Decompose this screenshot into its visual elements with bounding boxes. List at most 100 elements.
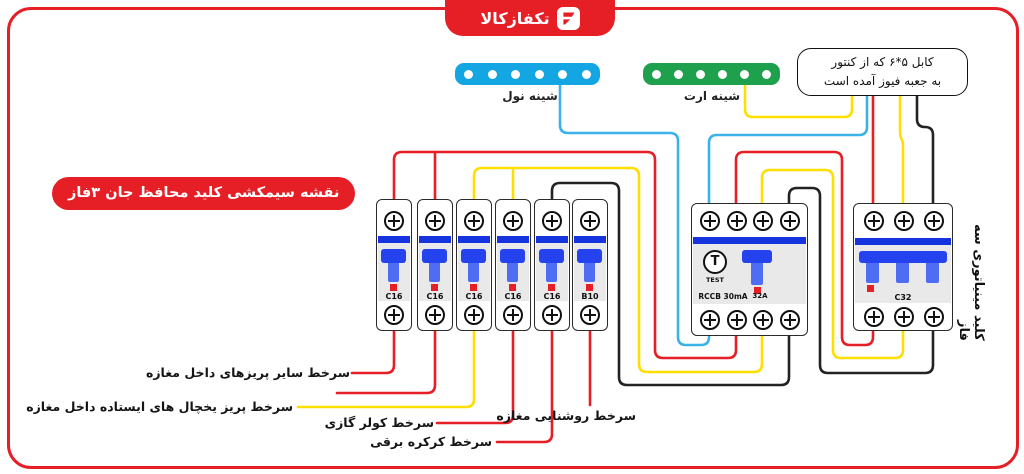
- test-button-label: TEST: [706, 276, 724, 284]
- breaker-band: [419, 236, 451, 243]
- neutral-bus-bar: [455, 63, 600, 85]
- meter-cable-note-line1: کابل ۵*۶ که از کنتور: [831, 55, 934, 70]
- breaker-rating-label: C16: [504, 292, 522, 301]
- screw-terminal-icon: [727, 211, 747, 231]
- breaker-status-indicator: [867, 285, 874, 292]
- breaker-rating-label: B10: [581, 292, 599, 301]
- breaker-status-indicator: [509, 284, 516, 291]
- screw-terminal-icon: [753, 211, 773, 231]
- breaker-6: B10: [572, 199, 608, 331]
- breaker-toggle: [577, 249, 602, 263]
- rccb-status-indicator: [754, 287, 761, 294]
- screw-terminal-icon: [464, 305, 484, 325]
- screw-terminal-icon: [425, 305, 445, 325]
- screw-terminal-icon: [503, 211, 523, 231]
- breaker-status-indicator: [390, 284, 397, 291]
- screw-terminal-icon: [924, 211, 944, 231]
- breaker-4: C16: [495, 199, 531, 331]
- output-label-other-sockets: سرخط سایر پریزهای داخل مغازه: [145, 365, 350, 380]
- bus-hole: [464, 69, 473, 79]
- breaker-toggle: [500, 249, 525, 263]
- three-phase-side-label: کلید مینیاتوری سه فاز: [956, 224, 986, 341]
- brand-logo: تکفازکالا: [445, 0, 615, 36]
- toggle-stem: [926, 263, 939, 283]
- screw-terminal-icon: [924, 307, 944, 327]
- breaker-rating-label: C16: [426, 292, 444, 301]
- rccb-breaker: T TEST RCCB 30mA 32A: [691, 203, 808, 336]
- rccb-amp-label: 32A: [752, 292, 768, 300]
- screw-terminal-icon: [780, 211, 800, 231]
- breaker-band: [574, 236, 606, 243]
- breaker-5: C16: [534, 199, 570, 331]
- screw-terminal-icon: [464, 211, 484, 231]
- screw-terminal-icon: [727, 310, 747, 330]
- output-label-shop-lighting: سرخط روشنایی مغازه: [496, 408, 636, 423]
- brand-logo-icon: [556, 6, 580, 30]
- three-phase-breaker: C32: [853, 203, 953, 331]
- bus-hole: [487, 69, 497, 79]
- meter-cable-note: کابل ۵*۶ که از کنتور به جعبه فیوز آمده ا…: [797, 48, 968, 96]
- breaker-toggle: [539, 249, 564, 263]
- earth-bus-label: شینه ارت: [683, 89, 741, 103]
- bus-hole: [696, 69, 705, 79]
- breaker-2: C16: [417, 199, 453, 331]
- screw-terminal-icon: [894, 307, 914, 327]
- breaker-band: [855, 238, 951, 245]
- brand-name: تکفازکالا: [480, 8, 550, 28]
- screw-terminal-icon: [753, 310, 773, 330]
- rccb-band: [693, 237, 806, 244]
- breaker-toggle-stem: [584, 263, 595, 282]
- breaker-status-indicator: [586, 284, 593, 291]
- screw-terminal-icon: [384, 211, 404, 231]
- screw-terminal-icon: [542, 211, 562, 231]
- screw-terminal-icon: [864, 211, 884, 231]
- breaker-toggle: [381, 249, 406, 263]
- earth-bus-bar: [643, 63, 780, 85]
- breaker-toggle: [461, 249, 486, 263]
- bus-hole: [674, 69, 683, 79]
- breaker-toggle-stem: [468, 263, 479, 282]
- bus-hole: [581, 69, 591, 79]
- breaker-toggle-stem: [388, 263, 399, 282]
- breaker-status-indicator: [470, 284, 477, 291]
- toggle-stem: [896, 263, 909, 283]
- rccb-toggle-stem: [751, 263, 763, 285]
- breaker-band: [378, 236, 410, 243]
- output-label-fridge-sockets: سرخط پریز یخچال های ایستاده داخل مغازه: [26, 399, 293, 414]
- screw-terminal-icon: [580, 211, 600, 231]
- breaker-1: C16: [376, 199, 412, 331]
- breaker-status-indicator: [431, 284, 438, 291]
- breaker-3: C16: [456, 199, 492, 331]
- bus-hole: [652, 69, 661, 79]
- breaker-rating-label: C32: [894, 293, 912, 302]
- breaker-rating-label: C16: [465, 292, 483, 301]
- bus-hole: [718, 69, 727, 79]
- meter-cable-note-line2: به جعبه فیوز آمده است: [823, 74, 942, 88]
- bus-hole: [558, 69, 568, 79]
- rccb-rating-label: RCCB 30mA: [698, 292, 748, 301]
- screw-terminal-icon: [700, 211, 720, 231]
- screw-terminal-icon: [503, 305, 523, 325]
- breaker-band: [497, 236, 529, 243]
- breaker-toggle-stem: [429, 263, 440, 282]
- bus-hole: [511, 69, 521, 79]
- screw-terminal-icon: [425, 211, 445, 231]
- screw-terminal-icon: [384, 305, 404, 325]
- screw-terminal-icon: [700, 310, 720, 330]
- breaker-band: [458, 236, 490, 243]
- three-phase-toggle: [859, 251, 947, 263]
- bus-hole: [740, 69, 749, 79]
- test-button: T: [703, 250, 727, 274]
- rccb-toggle: [742, 250, 772, 263]
- breaker-rating-label: C16: [385, 292, 403, 301]
- neutral-bus-label: شینه نول: [502, 89, 558, 103]
- output-label-electric-shutter: سرخط کرکره برقی: [370, 434, 492, 449]
- breaker-toggle-stem: [546, 263, 557, 282]
- screw-terminal-icon: [864, 307, 884, 327]
- screw-terminal-icon: [542, 305, 562, 325]
- breaker-status-indicator: [548, 284, 555, 291]
- screw-terminal-icon: [780, 310, 800, 330]
- diagram-title-badge: نقشه سیمکشی کلید محافظ جان ۳فاز: [52, 177, 356, 210]
- output-label-air-conditioner: سرخط کولر گازی: [324, 415, 434, 430]
